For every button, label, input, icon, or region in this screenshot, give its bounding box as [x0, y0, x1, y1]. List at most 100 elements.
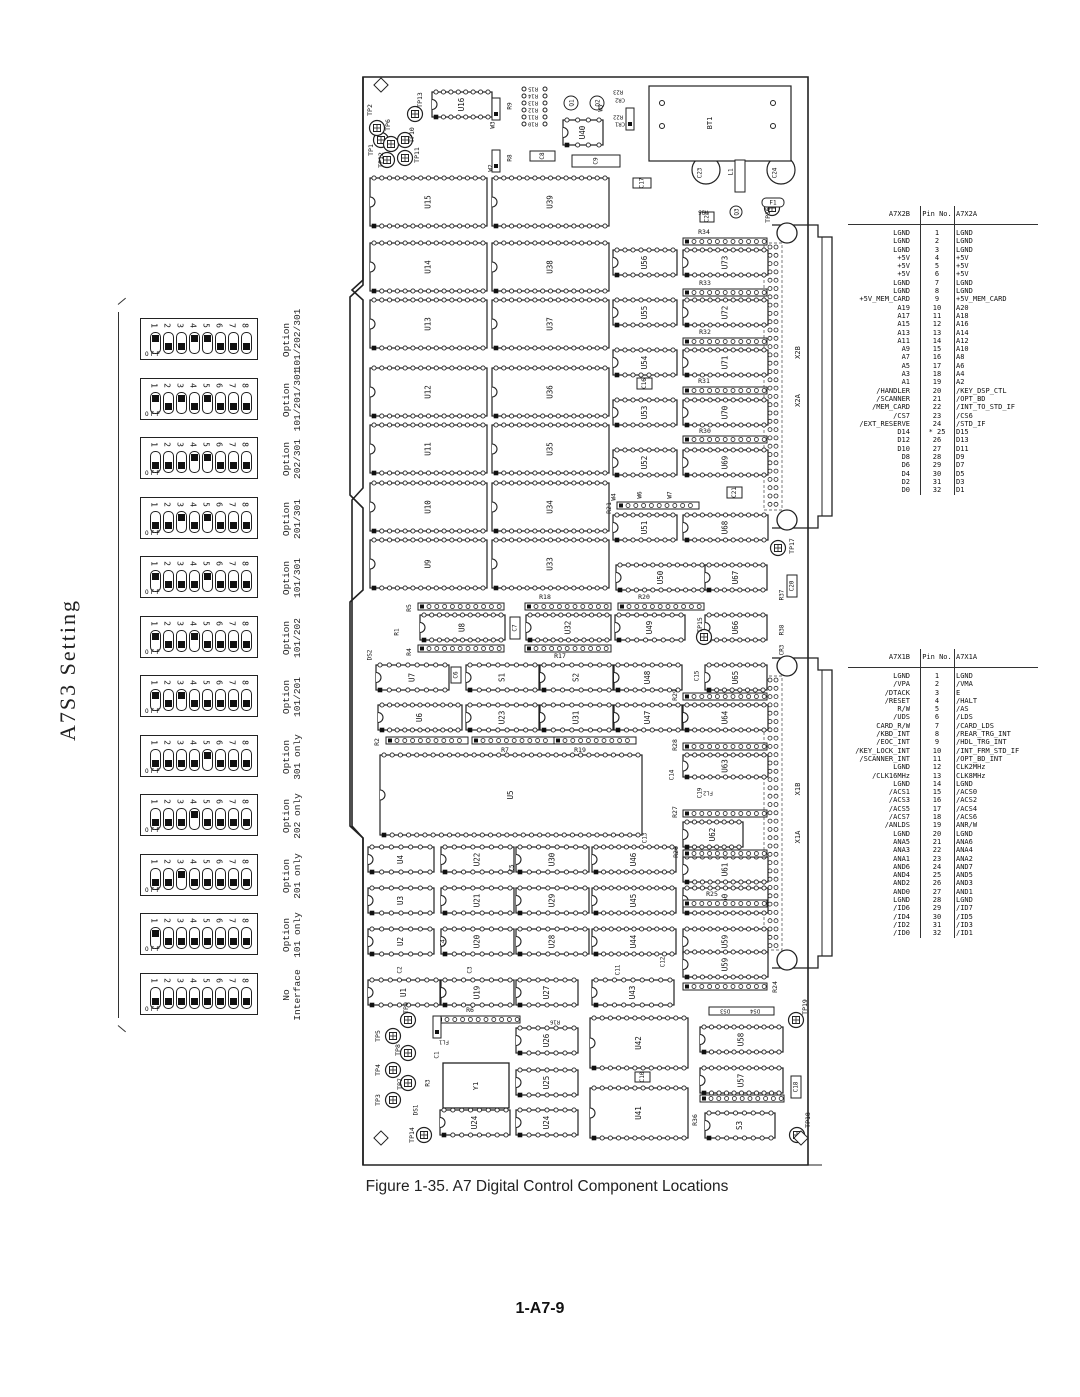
- switch-number: 7: [227, 858, 237, 864]
- connector-pin: [773, 327, 779, 333]
- rnet-pin: [716, 1096, 722, 1101]
- chip-pin: [464, 288, 470, 294]
- pin-number: 23: [932, 411, 942, 420]
- chip-pin: [441, 297, 447, 303]
- rnet-pin: [672, 503, 678, 508]
- pin-number: 28: [932, 896, 942, 905]
- component-label: DS4: [749, 1008, 760, 1014]
- signal-name: A16: [956, 320, 969, 329]
- chip-pin: [602, 175, 608, 181]
- pin1-notch: [379, 789, 386, 801]
- connector-pin: [773, 443, 779, 449]
- chip-pin: [409, 727, 415, 733]
- chip-pin: [615, 1065, 622, 1071]
- chip-pin: [730, 752, 736, 758]
- chip-pin: [387, 977, 393, 983]
- chip-pin: [761, 1049, 767, 1055]
- pin1-notch: [591, 986, 598, 999]
- chip-pin: [532, 223, 538, 229]
- chip-pin: [616, 910, 622, 916]
- chip-pin: [555, 537, 561, 543]
- chip-pin: [723, 1049, 730, 1055]
- chip-pin: [464, 223, 470, 229]
- chip-pin1: [369, 951, 375, 957]
- switch-knob-off: [243, 640, 250, 648]
- chip-pin: [402, 422, 408, 428]
- switch-knob-off: [243, 462, 250, 469]
- connector-pin: [767, 485, 773, 491]
- chip-pin: [692, 322, 698, 328]
- chip-pin: [379, 297, 385, 303]
- chip-pin: [410, 288, 416, 294]
- switch-knob-off: [191, 938, 198, 945]
- rnet-pin: [754, 694, 759, 699]
- chip-pin: [651, 612, 657, 618]
- chip-pin: [699, 879, 705, 885]
- chip-pin: [517, 844, 523, 850]
- rnet-pin: [625, 738, 630, 743]
- switch-knob-off: [165, 343, 172, 350]
- signal-name: /ACS5: [888, 804, 910, 813]
- chip-pin: [721, 587, 727, 593]
- switch-toggle: [215, 986, 226, 1009]
- ic-chip-u37: [491, 299, 610, 349]
- chip-pin: [675, 662, 681, 668]
- rnet-pin: [715, 239, 720, 244]
- chip-pin: [587, 702, 593, 708]
- chip-label: U67: [731, 571, 740, 585]
- rnet-pin: [732, 1096, 737, 1101]
- chip-pin: [394, 288, 400, 294]
- chip-pin: [417, 702, 423, 708]
- chip-pin: [573, 926, 579, 932]
- chip-pin: [707, 885, 713, 891]
- chip-pin: [707, 247, 713, 253]
- chip-pin: [627, 752, 633, 758]
- chip-pin: [512, 832, 518, 838]
- switch-number: 4: [188, 561, 198, 566]
- chip-pin: [554, 926, 560, 932]
- chip-pin1: [517, 1132, 523, 1138]
- rnet-pin: [449, 738, 455, 743]
- chip-pin: [470, 89, 476, 95]
- chip-pin: [483, 637, 489, 643]
- chip-pin: [738, 752, 744, 758]
- chip-pin: [468, 1132, 474, 1138]
- chip-pin: [753, 885, 759, 891]
- chip-pin: [507, 885, 513, 891]
- signal-name: A18: [956, 311, 969, 320]
- pin1-notch: [613, 671, 620, 684]
- rnet-pin: [483, 1017, 489, 1022]
- chip-pin: [615, 1085, 622, 1091]
- chip-pin: [524, 413, 530, 419]
- rnet-pin: [426, 646, 432, 651]
- pin-number: 17: [932, 804, 942, 813]
- switch-toggle: [150, 986, 161, 1009]
- switch-knob-off: [230, 997, 237, 1005]
- chip-pin: [622, 422, 628, 428]
- chip-pin: [537, 832, 543, 838]
- signal-name: /ACS7: [888, 813, 910, 822]
- chip-pin: [408, 951, 414, 957]
- chip-pin: [654, 910, 660, 916]
- chip-pin: [708, 1065, 715, 1071]
- chip-pin: [495, 687, 501, 693]
- chip-pin: [402, 413, 408, 419]
- chip-pin: [714, 637, 720, 643]
- chip-pin: [662, 272, 668, 278]
- chip-pin: [415, 1002, 421, 1008]
- chip-pin: [480, 365, 486, 371]
- connector-pin: [773, 269, 779, 275]
- switch-number: 5: [201, 858, 211, 864]
- chip-pin: [436, 637, 442, 643]
- chip-pin: [715, 926, 721, 932]
- chip-pin: [715, 447, 721, 453]
- chip-pin: [562, 1002, 568, 1008]
- switch-number: 3: [175, 680, 185, 685]
- switch-number: 6: [214, 977, 224, 983]
- chip-pin: [715, 974, 721, 980]
- rnet-pin: [761, 851, 767, 856]
